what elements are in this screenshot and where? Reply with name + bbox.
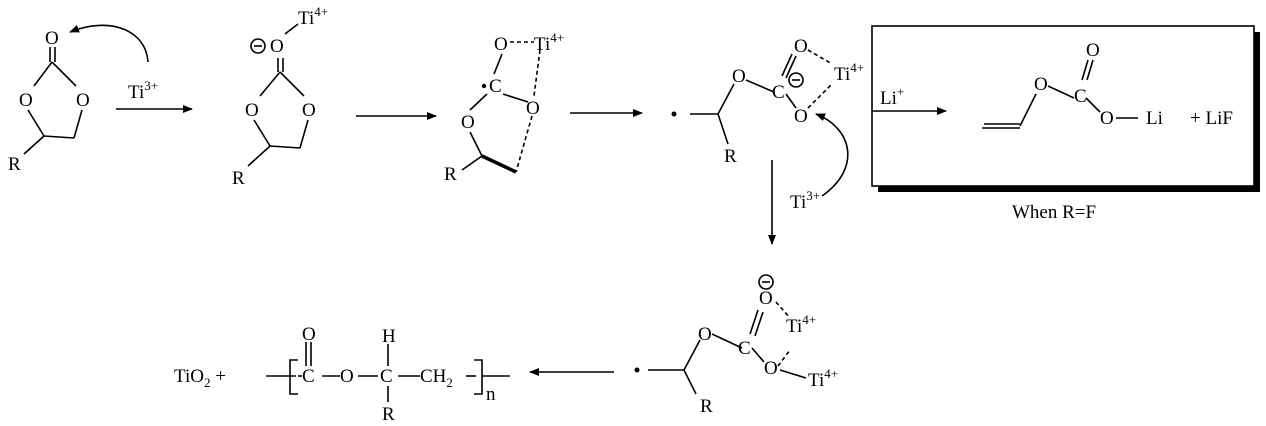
- electron-transfer-arrow-2: [815, 113, 849, 197]
- ester-oxygen: O: [698, 324, 712, 345]
- transition-state-molecule: [461, 41, 541, 174]
- polymer-methine-carbon: C: [380, 366, 393, 387]
- lower-oxygen: O: [764, 358, 778, 379]
- electron-transfer-arrow: [69, 24, 149, 63]
- coordinated-oxygen: O: [270, 36, 284, 57]
- upper-oxygen: O: [759, 288, 773, 309]
- r-group: R: [444, 164, 457, 185]
- vinyl-carbonate-molecule: [982, 59, 1138, 129]
- polymer-hydrogen: H: [382, 326, 396, 347]
- titanium-center-upper: Ti4+: [786, 312, 816, 337]
- ring-oxygen-right: O: [302, 100, 316, 121]
- lower-oxygen: O: [794, 106, 808, 127]
- ti3-reagent: Ti3+: [790, 188, 820, 213]
- polymer-ester-oxygen: O: [340, 366, 354, 387]
- ring-oxygen-left: O: [245, 100, 259, 121]
- condition-note: When R=F: [1012, 202, 1096, 223]
- dititanium-radical-molecule: [648, 274, 807, 395]
- lif-product: + LiF: [1190, 108, 1233, 129]
- radical-dot: [634, 367, 640, 373]
- r-group: R: [724, 146, 737, 167]
- r-group: R: [700, 396, 713, 417]
- cyclic-carbonate-molecule: [23, 47, 83, 155]
- upper-oxygen: O: [794, 36, 808, 57]
- titanium-center: Ti4+: [298, 4, 328, 29]
- carbon-atom: C: [738, 338, 751, 359]
- polymer-carbonyl-oxygen: O: [302, 324, 316, 345]
- titanium-center: Ti4+: [534, 30, 564, 55]
- ring-oxygen-left: O: [461, 112, 475, 133]
- li-plus-reagent: Li+: [880, 84, 904, 109]
- polymer-r-group: R: [382, 404, 395, 425]
- ring-oxygen-right: O: [76, 90, 90, 111]
- ester-oxygen: O: [732, 66, 746, 87]
- bridging-oxygen: O: [494, 34, 508, 55]
- ring-opened-radical-molecule: [690, 49, 833, 145]
- titanium-center-lower: Ti4+: [808, 366, 838, 391]
- carbonyl-oxygen: O: [1086, 40, 1100, 61]
- lithium-branch-box: [871, 25, 1260, 192]
- lithium-atom: Li: [1146, 108, 1163, 129]
- carbonyl-oxygen: O: [45, 28, 59, 49]
- titanium-center: Ti4+: [834, 60, 864, 85]
- carbon-atom: C: [772, 82, 785, 103]
- oxygen-li: O: [1100, 108, 1114, 129]
- polycarbonate-polymer: [266, 342, 510, 402]
- radical-dot: [481, 83, 487, 89]
- polymer-carbon: C: [302, 366, 315, 387]
- coordinated-carbonate-molecule: [247, 23, 309, 167]
- ring-oxygen-right: O: [526, 98, 540, 119]
- repeat-unit-n: n: [486, 384, 496, 405]
- ti3-reagent: Ti3+: [128, 78, 158, 103]
- polymer-ch2: CH2: [420, 366, 453, 390]
- radical-dot: [671, 111, 677, 117]
- ring-oxygen-left: O: [19, 90, 33, 111]
- ester-oxygen: O: [1034, 74, 1048, 95]
- r-group: R: [8, 154, 21, 175]
- r-group: R: [232, 168, 245, 189]
- carbon-atom: C: [1074, 86, 1087, 107]
- tio2-product: TiO2 +: [174, 366, 226, 390]
- central-carbon: C: [489, 76, 502, 97]
